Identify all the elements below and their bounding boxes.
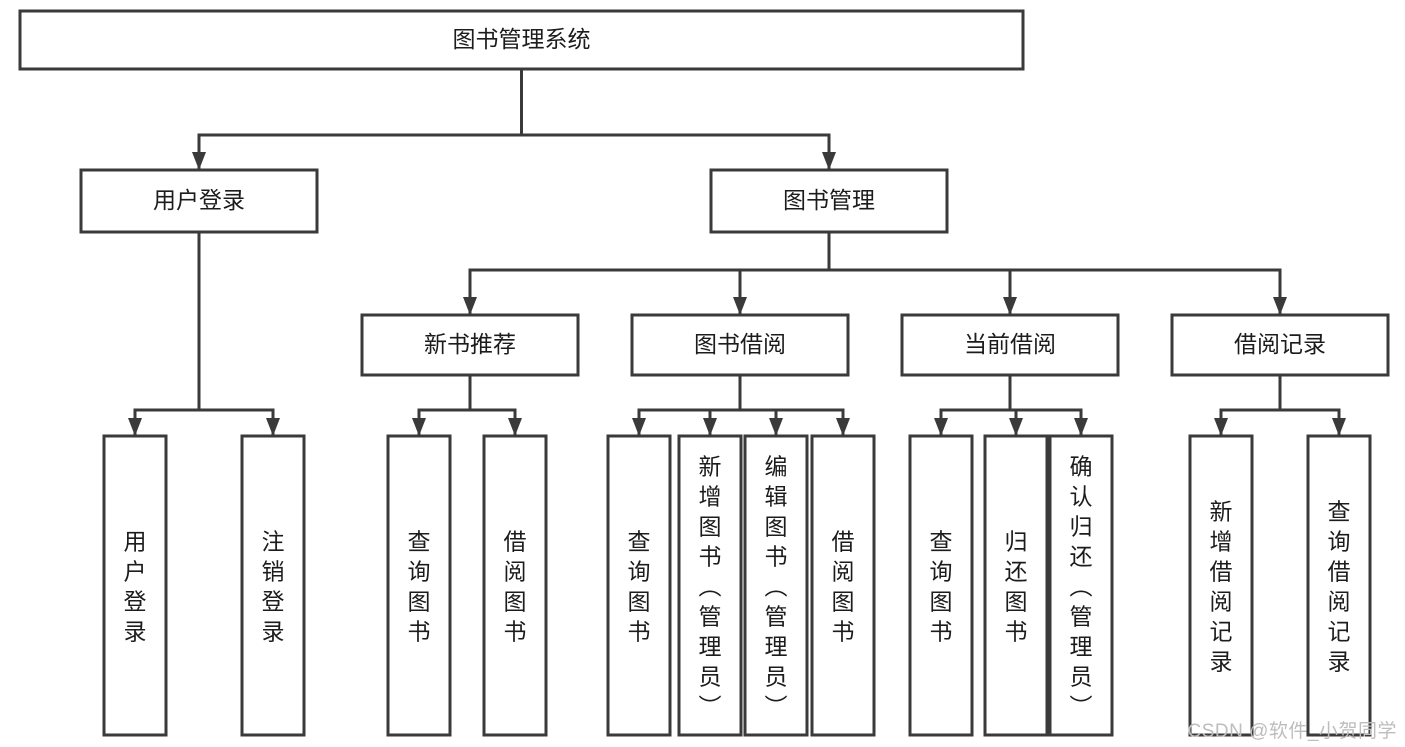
node-label: 确认归还︵管理员︶ [1070, 454, 1093, 720]
arrow-head [508, 418, 522, 436]
node-box[interactable] [900, 313, 1120, 377]
node-box[interactable] [677, 434, 743, 737]
node-current[interactable]: 当前借阅 [900, 313, 1120, 377]
arrow-head [192, 152, 206, 170]
arrow-head [128, 418, 142, 436]
node-box[interactable] [79, 168, 319, 234]
arrow-head [934, 418, 948, 436]
node-label: 图书管理 [783, 187, 875, 213]
node-label: 图书借阅 [694, 331, 786, 357]
node-label: 当前借阅 [964, 331, 1056, 357]
node-leaf-6[interactable]: 新增图书︵管理员︶ [677, 434, 743, 737]
node-borrow[interactable]: 图书借阅 [630, 313, 850, 377]
node-box[interactable] [983, 434, 1049, 737]
node-label: 借阅记录 [1234, 331, 1326, 357]
node-label: 图书管理系统 [453, 26, 591, 52]
arrow-head [733, 297, 747, 315]
node-label: 查询图书 [930, 529, 953, 645]
arrow-head [822, 152, 836, 170]
node-label: 借阅图书 [832, 529, 855, 645]
arrow-head [1214, 418, 1228, 436]
node-label: 用户登录 [153, 187, 245, 213]
node-label: 新增图书︵管理员︶ [699, 454, 722, 720]
node-box[interactable] [1188, 434, 1254, 737]
arrow-head [1273, 297, 1287, 315]
node-label: 用户登录 [124, 529, 147, 645]
node-box[interactable] [1306, 434, 1372, 737]
arrow-head [836, 418, 850, 436]
node-box[interactable] [1048, 434, 1114, 737]
node-box[interactable] [810, 434, 876, 737]
node-leaf-12[interactable]: 新增借阅记录 [1188, 434, 1254, 737]
arrow-head [1332, 418, 1346, 436]
node-box[interactable] [102, 434, 168, 737]
node-leaf-11[interactable]: 确认归还︵管理员︶ [1048, 434, 1114, 737]
arrow-head [1074, 418, 1088, 436]
node-box[interactable] [606, 434, 672, 737]
arrow-head [412, 418, 426, 436]
node-box[interactable] [240, 434, 306, 737]
arrow-head [266, 418, 280, 436]
node-box[interactable] [360, 313, 580, 377]
node-box[interactable] [482, 434, 548, 737]
node-label: 编辑图书︵管理员︶ [765, 454, 788, 720]
node-label: 查询图书 [628, 529, 651, 645]
node-leaf-7[interactable]: 编辑图书︵管理员︶ [743, 434, 809, 737]
node-bookmgmt[interactable]: 图书管理 [709, 168, 949, 234]
node-label: 新增借阅记录 [1210, 499, 1233, 675]
node-leaf-5[interactable]: 查询图书 [606, 434, 672, 737]
node-box[interactable] [1170, 313, 1390, 377]
node-label: 注销登录 [262, 529, 285, 645]
node-login[interactable]: 用户登录 [79, 168, 319, 234]
node-label: 新书推荐 [424, 331, 516, 357]
node-records[interactable]: 借阅记录 [1170, 313, 1390, 377]
node-box[interactable] [630, 313, 850, 377]
arrow-head [769, 418, 783, 436]
node-leaf-9[interactable]: 查询图书 [908, 434, 974, 737]
node-leaf-2[interactable]: 注销登录 [240, 434, 306, 737]
node-box[interactable] [386, 434, 452, 737]
node-leaf-10[interactable]: 归还图书 [983, 434, 1049, 737]
node-label: 查询图书 [408, 529, 431, 645]
node-root[interactable]: 图书管理系统 [18, 9, 1025, 71]
node-label: 借阅图书 [504, 529, 527, 645]
arrow-head [703, 418, 717, 436]
node-newbook[interactable]: 新书推荐 [360, 313, 580, 377]
node-box[interactable] [709, 168, 949, 234]
arrow-head [1009, 418, 1023, 436]
arrow-head [463, 297, 477, 315]
connectors-layer [128, 67, 1346, 438]
node-label: 归还图书 [1005, 529, 1028, 645]
node-leaf-1[interactable]: 用户登录 [102, 434, 168, 737]
node-leaf-3[interactable]: 查询图书 [386, 434, 452, 737]
node-box[interactable] [908, 434, 974, 737]
arrow-head [1003, 297, 1017, 315]
node-box[interactable] [743, 434, 809, 737]
node-leaf-4[interactable]: 借阅图书 [482, 434, 548, 737]
nodes-layer: 图书管理系统用户登录图书管理新书推荐图书借阅当前借阅借阅记录用户登录注销登录查询… [18, 9, 1390, 737]
arrow-head [632, 418, 646, 436]
node-leaf-8[interactable]: 借阅图书 [810, 434, 876, 737]
node-box[interactable] [18, 9, 1025, 71]
node-label: 查询借阅记录 [1328, 499, 1351, 675]
node-leaf-13[interactable]: 查询借阅记录 [1306, 434, 1372, 737]
